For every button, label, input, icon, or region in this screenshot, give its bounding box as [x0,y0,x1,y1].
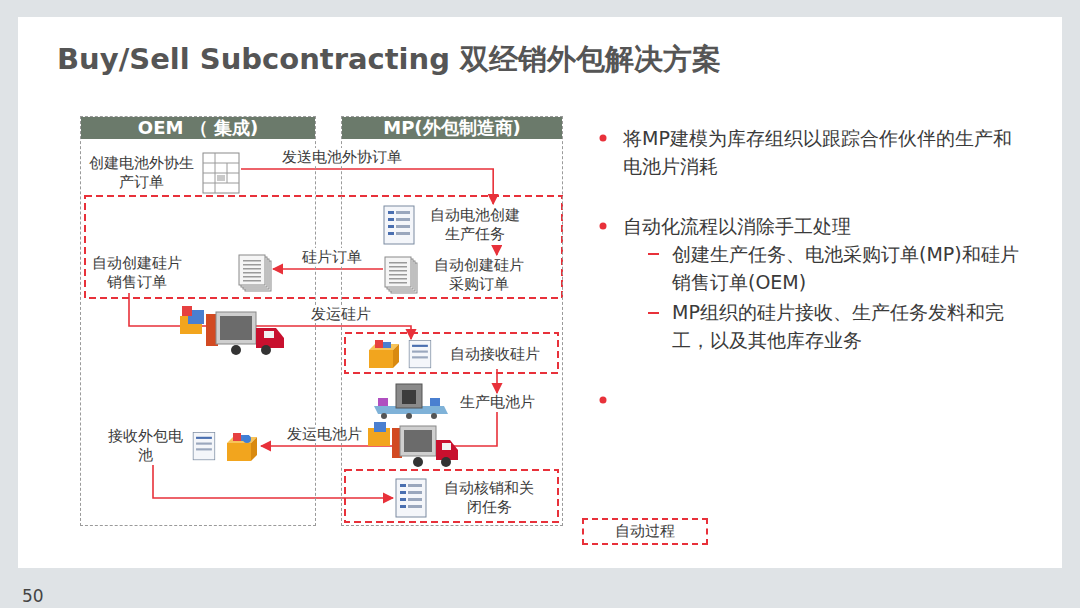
icon-holder [393,477,429,519]
step-label: 自动电池创建生产任务 [427,206,523,244]
flow-arrow [241,169,493,204]
process-step: 自动电池创建生产任务 [381,204,523,246]
step-label: 自动核销和关闭任务 [439,479,539,517]
sub-bullet-text: 创建生产任务、电池采购订单(MP)和硅片销售订单(OEM) [672,240,1032,296]
edge-label: 硅片订单 [300,248,364,266]
step-label: 生产电池片 [451,393,543,412]
step-label: 创建电池外协生产订单 [87,154,195,192]
slide-title: Buy/Sell Subcontracting 双经销外包解决方案 [57,40,721,78]
process-step: 自动创建硅片销售订单 [89,253,273,293]
icon-holder [383,255,419,295]
process-step: 生产电池片 [451,393,543,412]
icon-holder [201,151,241,195]
form-icon [201,151,241,195]
edge-label: 发运硅片 [309,305,373,323]
bullet-text: 将MP建模为库存组织以跟踪合作伙伴的生产和电池片消耗 [623,124,1028,180]
icon-holder [367,339,439,369]
icon-holder [237,253,273,293]
bullet-text: 自动化流程以消除手工处理 [623,212,1028,240]
process-step: 自动创建硅片采购订单 [383,255,527,295]
document-icon [381,204,417,246]
auto-region [85,196,562,298]
process-step: 自动接收硅片 [367,339,545,369]
auto-region [345,470,558,522]
step-label: 接收外包电池 [105,427,185,465]
paper-stack-icon [237,253,273,293]
lane-header: MP(外包制造商) [342,117,562,139]
sub-bullet-text: MP组织的硅片接收、生产任务发料和完工，以及其他库存业务 [672,298,1032,354]
document-icon [393,477,429,519]
truck-icon [180,306,284,355]
swimlane-column: OEM （ 集成) 创建电池外协生产订单自动创建硅片销售订单接收外包电池 [80,116,316,526]
edge-label: 发运电池片 [285,425,364,443]
process-step: 接收外包电池 [105,427,261,465]
process-step: 自动核销和关闭任务 [393,477,539,519]
flow-arrow [261,412,497,446]
legend-sample: 自动过程 [582,518,708,545]
auto-region [345,333,558,373]
edge-label: 发送电池外协订单 [280,148,404,166]
lane-header: OEM （ 集成) [81,117,315,139]
step-label: 自动创建硅片销售订单 [89,254,185,292]
process-step: 创建电池外协生产订单 [87,151,241,195]
page-number: 50 [22,586,82,606]
icon-holder [191,429,261,463]
machine-icon [374,384,448,419]
truck-icon [368,422,458,467]
slide-ground [18,17,1062,568]
legend-text: 自动过程 [615,522,675,541]
step-label: 自动接收硅片 [445,345,545,364]
flow-arrow [273,268,383,270]
step-label: 自动创建硅片采购订单 [431,256,527,294]
icon-holder [381,204,417,246]
flow-arrow [496,246,498,255]
box-document-icon [367,339,439,369]
paper-stack-icon [383,255,419,295]
document-box-icon [191,429,261,463]
swimlane-column: MP(外包制造商) 自动电池创建生产任务自动创建硅片采购订单自动接收硅片生产电池片… [341,116,563,526]
